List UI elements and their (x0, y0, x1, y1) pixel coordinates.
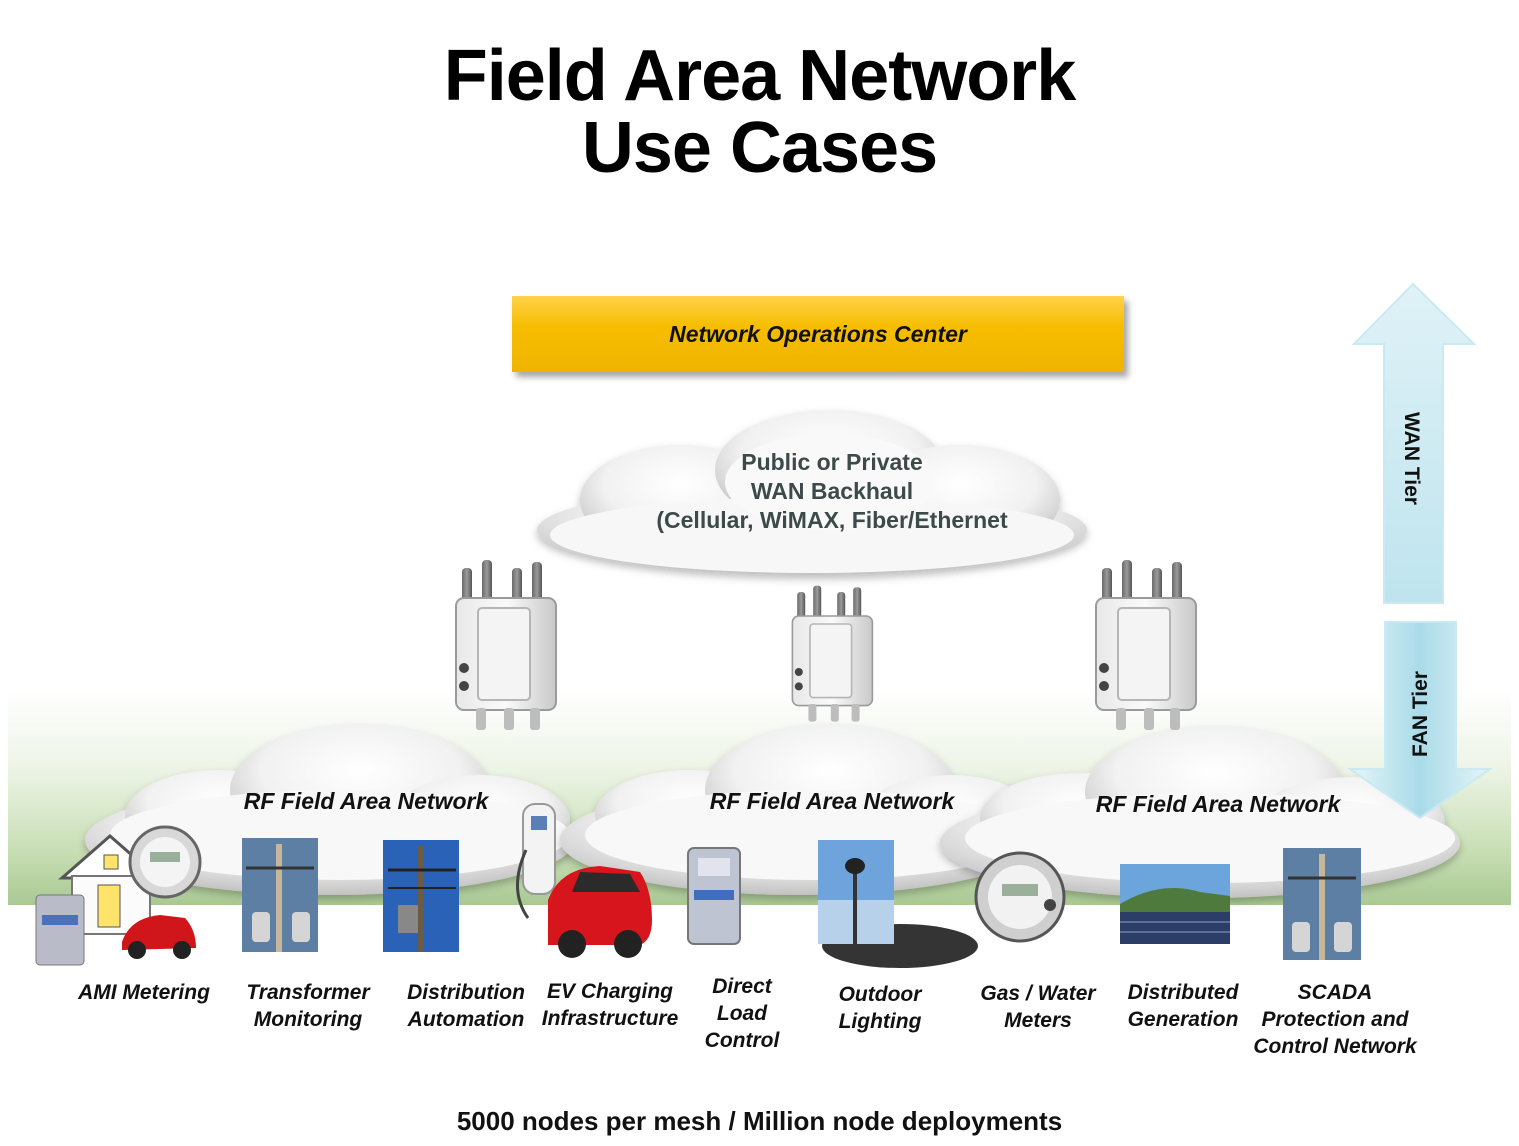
use-case-line: Control Network (1253, 1035, 1417, 1058)
rf-network-label-right: RF Field Area Network (1095, 791, 1341, 817)
use-case-line: Transformer (246, 981, 370, 1004)
use-case-line: Gas / Water (980, 982, 1096, 1005)
use-case-label: Direct Load Control (682, 973, 802, 1054)
mesh-router-icon-left (455, 559, 557, 731)
use-case-line: Distribution (407, 981, 525, 1004)
use-case-line: Load (716, 1002, 768, 1025)
use-case-line: Outdoor (838, 983, 922, 1006)
wan-tier-label: WAN Tier (1400, 412, 1423, 505)
wan-tier-arrow-icon (1351, 282, 1477, 604)
use-case-label: SCADA Protection and Control Network (1240, 979, 1430, 1060)
use-case-label: Gas / Water Meters (968, 980, 1108, 1034)
use-case-line: EV Charging (546, 980, 673, 1003)
utility-pole-icon (383, 840, 459, 952)
solar-farm-icon (1120, 864, 1230, 944)
mesh-router-icon-right (1095, 559, 1197, 731)
use-case-label: Distributed Generation (1112, 979, 1254, 1033)
wan-line-2: WAN Backhaul (750, 478, 914, 504)
use-case-line: Control (704, 1029, 780, 1052)
use-case-line: Monitoring (253, 1008, 363, 1031)
use-case-line: Automation (407, 1008, 525, 1031)
scada-pole-icon (1283, 848, 1361, 960)
use-case-label: EV Charging Infrastructure (530, 978, 690, 1032)
use-case-label: Outdoor Lighting (820, 981, 940, 1035)
use-case-line: AMI Metering (78, 981, 210, 1004)
wan-line-1: Public or Private (741, 449, 923, 475)
footer-note: 5000 nodes per mesh / Million node deplo… (456, 1106, 1063, 1136)
wan-backhaul-label: Public or Private WAN Backhaul (Cellular… (612, 448, 1052, 535)
use-case-line: Lighting (838, 1010, 922, 1033)
use-case-line: SCADA (1297, 981, 1373, 1004)
wan-line-3: (Cellular, WiMAX, Fiber/Ethernet (656, 507, 1008, 533)
use-case-label: Transformer Monitoring (228, 979, 388, 1033)
use-case-line: Generation (1127, 1008, 1239, 1031)
use-case-line: Distributed (1127, 981, 1239, 1004)
mesh-router-icon-middle (791, 584, 874, 723)
use-case-line: Infrastructure (541, 1007, 679, 1030)
title-line-2: Use Cases (581, 108, 938, 188)
use-case-label: Distribution Automation (393, 979, 539, 1033)
use-case-line: Direct (712, 975, 772, 998)
wan-cloud (537, 410, 1087, 575)
use-case-line: Protection and (1261, 1008, 1409, 1031)
meter-icon (974, 851, 1066, 943)
fan-tier-arrow-icon (1346, 621, 1494, 820)
load-control-box-icon (687, 847, 741, 945)
title-line-1: Field Area Network (443, 36, 1077, 116)
noc-label: Network Operations Center (669, 320, 967, 347)
use-case-line: Meters (1004, 1009, 1072, 1032)
use-case-label: AMI Metering (64, 979, 224, 1006)
house-meter-icon (35, 825, 202, 966)
ev-charger-icon (516, 803, 652, 958)
street-light-icon (818, 840, 978, 968)
rf-network-label-middle: RF Field Area Network (709, 788, 955, 814)
rf-network-label-left: RF Field Area Network (243, 788, 489, 814)
page-title: Field Area Network Use Cases (0, 40, 1519, 184)
transformer-icon (242, 838, 318, 952)
network-operations-center-box: Network Operations Center (512, 296, 1124, 372)
fan-tier-label: FAN Tier (1409, 671, 1432, 757)
